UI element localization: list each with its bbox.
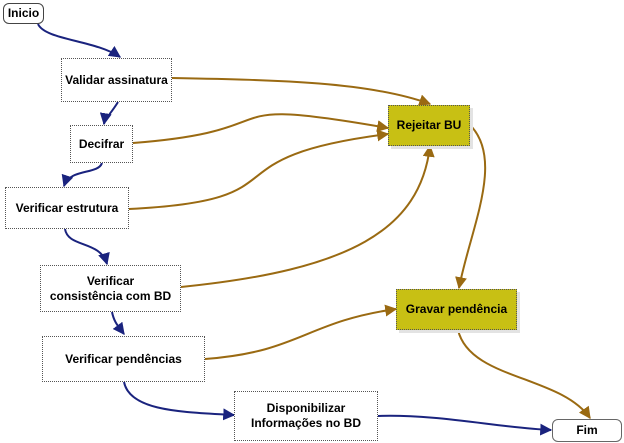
node-verificar-estrutura: Verificar estrutura [5,187,129,229]
edge-validar-decifrar [99,101,119,126]
node-verificar-consistencia: Verificar consistência com BD [40,265,181,312]
edge-consistencia-rejeitar [180,144,435,288]
edge-pendencias-disponibilizar [123,381,236,421]
edge-gravar-fim [457,329,591,419]
node-disponibilizar: Disponibilizar Informações no BD [234,391,378,441]
node-decifrar: Decifrar [70,125,133,163]
edge-validar-rejeitar [171,77,432,106]
node-inicio-label: Inicio [7,6,40,20]
node-validar-assinatura-label: Validar assinatura [65,72,168,87]
edge-decifrar-rejeitar [132,113,390,144]
edge-estrutura-consistencia [64,228,110,266]
node-verificar-pendencias: Verificar pendências [42,336,205,382]
edge-inicio-validar [37,23,121,58]
node-verificar-estrutura-label: Verificar estrutura [15,200,119,215]
edge-decifrar-estrutura [61,162,103,188]
node-inicio: Inicio [3,3,44,24]
edge-estrutura-rejeitar [128,129,390,210]
edge-rejeitar-gravar [455,124,487,290]
node-validar-assinatura: Validar assinatura [61,58,172,102]
node-verificar-pendencias-label: Verificar pendências [65,351,182,366]
node-gravar-pendencia: Gravar pendência [396,289,517,330]
node-decifrar-label: Decifrar [78,136,125,151]
node-rejeitar-bu: Rejeitar BU [388,105,470,146]
edge-disponibilizar-fim [377,414,553,436]
node-verificar-consistencia-label: Verificar consistência com BD [49,273,172,303]
node-fim-label: Fim [576,423,598,437]
node-rejeitar-bu-label: Rejeitar BU [396,118,462,132]
node-gravar-pendencia-label: Gravar pendência [405,302,508,316]
edge-pendencias-gravar [204,304,398,360]
node-fim: Fim [552,419,622,442]
node-disponibilizar-label: Disponibilizar Informações no BD [250,401,361,430]
edge-consistencia-pendencias [111,311,125,335]
